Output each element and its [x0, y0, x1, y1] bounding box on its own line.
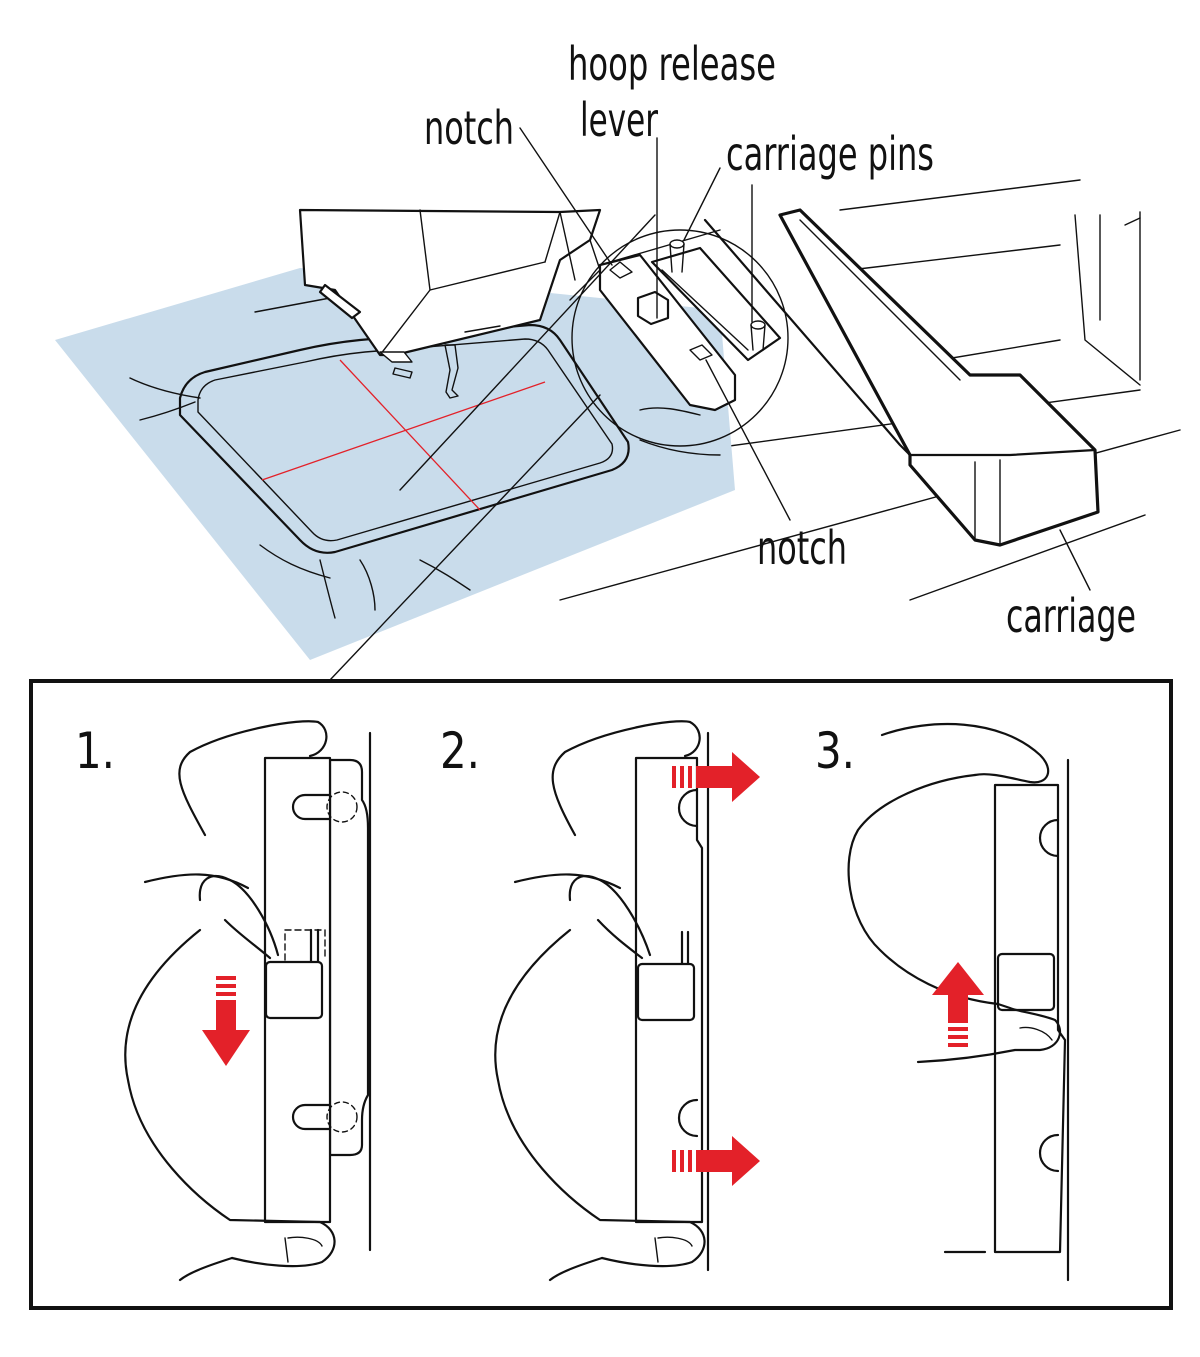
- callout-carriage: carriage: [1006, 589, 1136, 643]
- step-1-hoop-release-lever: [264, 960, 324, 1020]
- carriage-pin-1: [669, 239, 685, 273]
- step-1-number: 1.: [75, 722, 115, 780]
- carriage-pin-plate: [650, 239, 782, 362]
- fabric-sheet: [55, 268, 735, 660]
- embroidery-carriage: [703, 208, 1100, 547]
- hoop-inner-frame: [197, 338, 614, 542]
- step-2-hand: [494, 720, 706, 1282]
- step-3-panel: 3.: [815, 722, 1070, 1282]
- step-1-hand: [124, 720, 336, 1282]
- fabric-wrinkles: [129, 377, 721, 619]
- hoop-outer-frame: [178, 323, 630, 554]
- machine-overview-illustration: hoop release lever notch carriage pins n…: [55, 37, 1181, 681]
- machine-head: [254, 208, 602, 399]
- step-2-right-arrow-top: [672, 752, 760, 802]
- step-3-hoop-bracket: [993, 783, 1067, 1254]
- step-1-down-arrow: [202, 976, 250, 1066]
- callout-notch-top: notch: [424, 101, 514, 155]
- step-2-hoop-release-lever: [636, 962, 696, 1022]
- callout-hoop-release-lever-line2: lever: [580, 93, 659, 147]
- carriage-pin-2: [750, 320, 766, 351]
- hoop-center-guides: [261, 359, 546, 511]
- step-1-panel: 1.: [75, 720, 372, 1282]
- step-2-number: 2.: [440, 722, 480, 780]
- step-3-hoop-release-lever: [996, 952, 1056, 1012]
- hoop-release-lever: [636, 290, 670, 326]
- step-2-panel: 2.: [440, 720, 760, 1282]
- callout-notch-bottom: notch: [757, 521, 847, 575]
- step-3-hand: [847, 722, 1062, 1064]
- step-3-number: 3.: [815, 722, 855, 780]
- magnifier-leader-lines: [329, 214, 656, 681]
- step-2-right-arrow-bottom: [672, 1136, 760, 1186]
- step-3-up-arrow: [932, 962, 984, 1047]
- detail-magnifier-circle: [571, 229, 789, 447]
- hoop-attachment-rail: [598, 253, 737, 412]
- callout-leaders: [519, 127, 1091, 591]
- callout-hoop-release-lever-line1: hoop release: [568, 37, 776, 91]
- callout-carriage-pins: carriage pins: [726, 127, 934, 181]
